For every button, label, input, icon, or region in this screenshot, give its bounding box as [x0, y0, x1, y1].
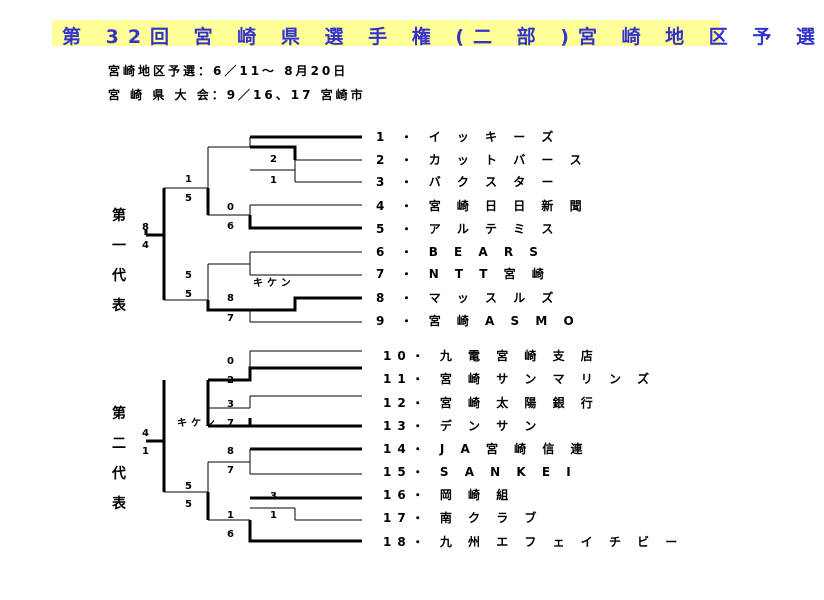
- forfeit-note: キケン: [177, 418, 219, 429]
- score: 4: [142, 428, 149, 439]
- team-5: 5 ・ ア ル テ ミ ス: [376, 222, 560, 236]
- bracket-line: [250, 145, 297, 160]
- score: 5: [185, 193, 192, 204]
- bracket-line: [294, 508, 362, 521]
- bracket-line: [248, 520, 362, 543]
- team-17: 17・ 南 ク ラ ブ: [383, 511, 543, 525]
- score: 6: [227, 529, 234, 540]
- score: 7: [227, 313, 234, 324]
- team-15: 15・ S A N K E I: [383, 465, 577, 479]
- score: 1: [185, 174, 192, 185]
- team-3: 3 ・ バ ク ス タ ー: [376, 175, 560, 189]
- bracket-line: [249, 310, 362, 323]
- score: 4: [142, 240, 149, 251]
- score: 6: [227, 221, 234, 232]
- team-1: 1 ・ イ ッ キ ー ズ: [376, 130, 560, 144]
- bracket-line: [208, 137, 251, 148]
- score: 1: [227, 510, 234, 521]
- score: 1: [270, 175, 277, 186]
- first-representative-label: 第 一 代 表: [112, 208, 126, 314]
- score: 2: [270, 154, 277, 165]
- score: 5: [185, 499, 192, 510]
- bracket-line: [249, 350, 362, 368]
- team-11: 11・ 宮 崎 サ ン マ リ ン ズ: [383, 372, 656, 386]
- title-bar: 第 32回 宮 崎 県 選 手 権 (二 部 )宮 崎 地 区 予 選: [52, 20, 815, 48]
- score: 5: [185, 481, 192, 492]
- score: 5: [185, 289, 192, 300]
- bracket-lines: [144, 135, 362, 543]
- bracket-line: [144, 230, 164, 237]
- score: 5: [185, 270, 192, 281]
- bracket-line: [248, 418, 362, 428]
- team-18: 18・ 九 州 エ フ ェ イ チ ビ ー: [383, 535, 684, 549]
- score: 8: [227, 446, 234, 457]
- score: 1: [270, 510, 277, 521]
- team-9: 9 ・ 宮 崎 A S M O: [376, 314, 580, 328]
- team-10: 10・ 九 電 宮 崎 支 店: [383, 349, 599, 363]
- team-4: 4 ・ 宮 崎 日 日 新 聞: [376, 199, 588, 213]
- bracket-line: [249, 204, 362, 229]
- team-2: 2 ・ カ ッ ト バ ー ス: [376, 153, 588, 167]
- team-12: 12・ 宮 崎 太 陽 銀 行: [383, 396, 599, 410]
- score: 2: [227, 375, 234, 386]
- team-14: 14・ J A 宮 崎 信 連: [383, 442, 589, 456]
- district-schedule: 宮崎地区予選：6／11～ 8月20日: [108, 64, 349, 78]
- page-title: 第 32回 宮 崎 県 選 手 権 (二 部 )宮 崎 地 区 予 選: [62, 26, 824, 48]
- team-13: 13・ デ ン サ ン: [383, 419, 543, 433]
- score: 1: [142, 446, 149, 457]
- bracket-line: [164, 462, 362, 493]
- score: 8: [227, 293, 234, 304]
- bracket-line: [206, 296, 362, 312]
- bracket-line: [208, 449, 251, 474]
- bracket-line: [294, 160, 362, 183]
- team-6: 6 ・ B E A R S: [376, 245, 544, 259]
- bracket-line: [249, 251, 362, 276]
- bracket-line: [208, 366, 362, 382]
- second-representative-label: 第 二 代 表: [112, 406, 126, 512]
- prefecture-schedule: 宮 崎 県 大 会：9／16、17 宮崎市: [108, 88, 366, 102]
- score: 3: [270, 491, 277, 502]
- team-16: 16・ 岡 崎 組: [383, 488, 515, 502]
- score: 7: [227, 418, 234, 429]
- score: 8: [142, 222, 149, 233]
- forfeit-note: キケン: [253, 278, 295, 289]
- team-8: 8 ・ マ ッ ス ル ズ: [376, 291, 560, 305]
- bracket-line: [248, 215, 362, 230]
- team-7: 7 ・ N T T 宮 崎: [376, 267, 550, 281]
- score: 7: [227, 465, 234, 476]
- bracket-line: [208, 395, 362, 409]
- score: 0: [227, 356, 234, 367]
- score: 3: [227, 399, 234, 410]
- score: 0: [227, 202, 234, 213]
